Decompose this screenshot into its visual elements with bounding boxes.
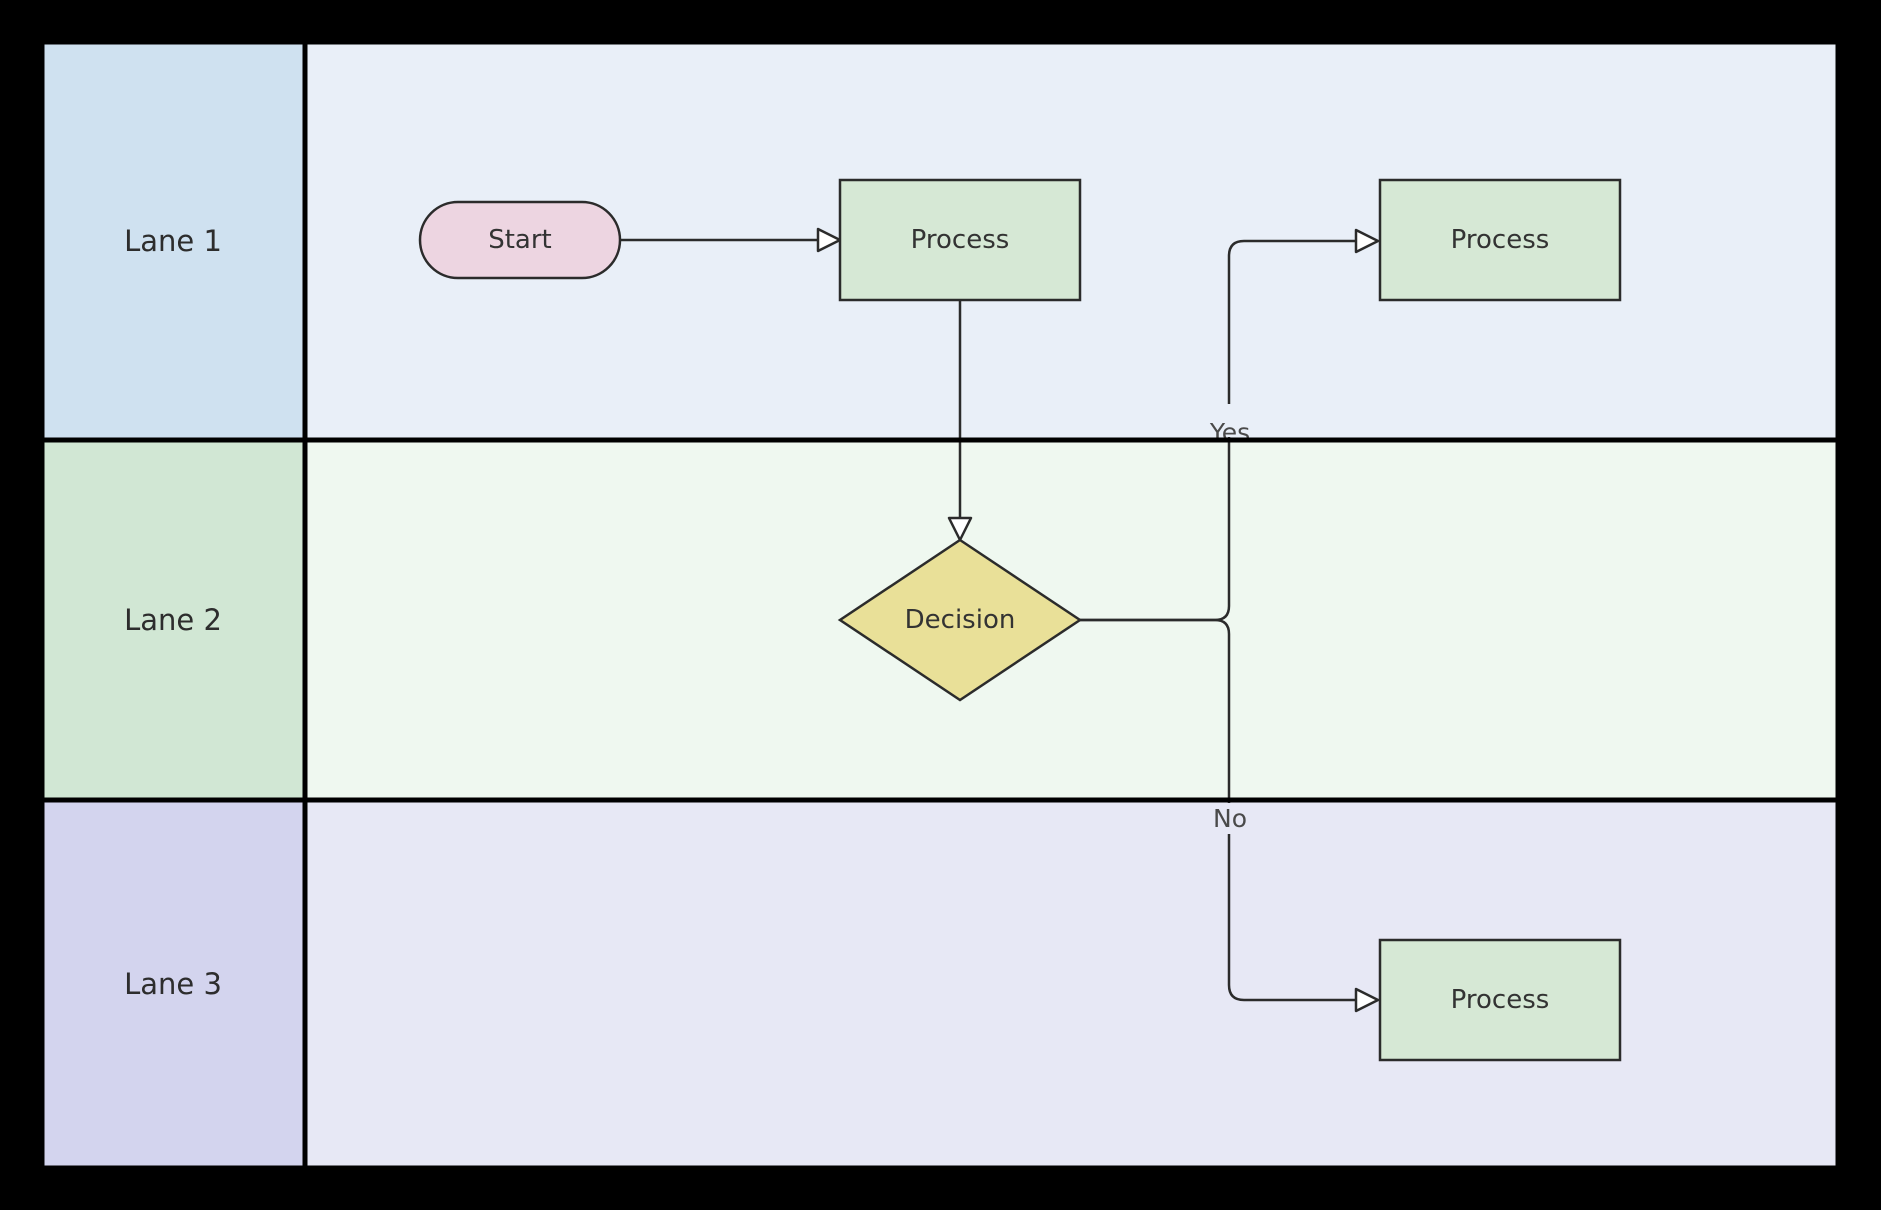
edge-label-yes-bg	[1204, 404, 1256, 437]
edge-label-no-bg	[1204, 803, 1256, 834]
process-3-node[interactable]	[1378, 938, 1622, 1062]
lane-borders	[39, 39, 1841, 1171]
arrowhead-start-process	[816, 227, 842, 253]
start-node-label: Start	[488, 225, 552, 255]
diagram-outer-border	[39, 39, 1841, 1171]
nodes: Start Process Process Decision Process	[418, 178, 1622, 1062]
edge-label-yes: Yes	[1209, 418, 1250, 447]
arrowhead-process-decision	[947, 516, 973, 542]
process-1-node-label: Process	[911, 225, 1010, 255]
lane-1-label: Lane 1	[124, 224, 222, 258]
lanes	[39, 39, 1841, 1171]
edge-label-no: No	[1213, 804, 1247, 833]
lane-3-label: Lane 3	[124, 967, 222, 1001]
start-node[interactable]	[418, 200, 622, 280]
process-3-node-label: Process	[1451, 985, 1550, 1015]
arrowhead-decision-yes	[1354, 228, 1380, 254]
lane-1-header	[39, 39, 308, 443]
lane-2-label: Lane 2	[124, 603, 222, 637]
process-2-node[interactable]	[1378, 178, 1622, 302]
arrowhead-decision-no	[1354, 987, 1380, 1013]
process-2-node-label: Process	[1451, 225, 1550, 255]
process-1-node[interactable]	[838, 178, 1082, 302]
decision-node[interactable]	[837, 538, 1083, 702]
decision-node-label: Decision	[905, 605, 1016, 635]
